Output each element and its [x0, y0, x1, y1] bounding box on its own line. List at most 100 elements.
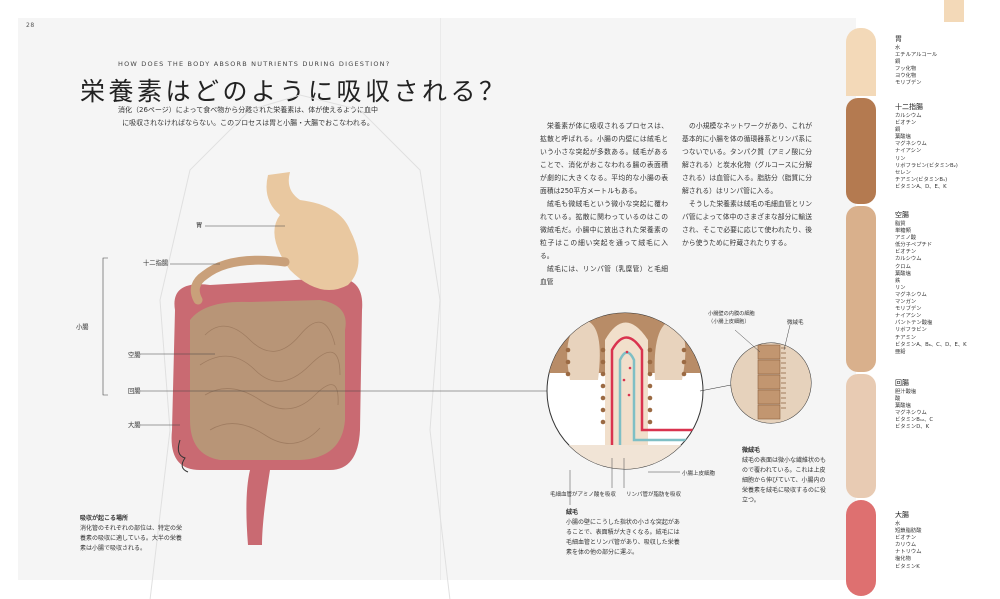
nutrient-item: モリブデン — [895, 80, 922, 87]
base-tissue — [547, 445, 703, 469]
cell-column — [757, 344, 781, 420]
bracket-small-intestine — [102, 257, 108, 396]
nutrient-item: ビタミンA、D、E、K — [895, 183, 947, 190]
nutrient-item: ビオチン — [895, 120, 917, 127]
label-ileum: 回腸 — [128, 388, 141, 395]
villus-cell-dots — [565, 347, 687, 425]
label-lacteal: 小腸上皮細胞 — [682, 471, 716, 477]
label-microvilli: 微絨毛 — [787, 320, 804, 326]
leader-epithelial — [734, 329, 761, 353]
nutrient-item: ビタミンB₁₂、C — [895, 417, 934, 424]
nutrient-item: 葉酸塩 — [895, 134, 911, 141]
caption-villus: 絨毛 小腸の壁にこうした指状の小さな突起があることで、表面積が大きくなる。絨毛に… — [566, 508, 684, 558]
nutrient-item: 塩化物 — [895, 556, 911, 563]
nutrient-item: リボフラビン(ビタミンB₂) — [895, 162, 958, 169]
sidebar-title-ileum: 回腸 — [895, 379, 909, 387]
sidebar-list-ileum: 胆汁酸塩 酸 葉酸塩 マグネシウム ビタミンB₁₂、C ビタミンD、K — [895, 389, 933, 432]
nutrient-item: 脂質 — [895, 221, 906, 227]
caption-villus-title: 絨毛 — [566, 509, 579, 516]
small-intestine-texture — [199, 321, 341, 444]
label-capillary-caption: 毛細血管がアミノ酸を吸収 — [550, 492, 616, 498]
nutrient-item: マグネシウム — [895, 410, 927, 417]
body-column-1: 栄養素が体に吸収されるプロセスは、拡散と呼ばれる。小腸の内壁には絨毛という小さな… — [540, 120, 668, 289]
bar-jejunum — [846, 206, 876, 372]
label-epithelial-sub: （小腸上皮細胞） — [708, 319, 750, 325]
nutrient-item: リン — [895, 284, 906, 291]
nutrient-item: カルシウム — [895, 256, 922, 263]
nutrient-item: 葉酸塩 — [895, 403, 911, 410]
nutrient-item: 胆汁酸塩 — [895, 389, 917, 395]
nutrient-item: マグネシウム — [895, 291, 927, 298]
villus-right — [654, 320, 686, 380]
body-col1-para-2: 絨毛も微絨毛という微小な突起に覆われている。拡散に関わっているのはこの微絨毛だ。… — [540, 200, 668, 260]
nutrient-item: セレン — [895, 169, 911, 176]
nutrient-item: 短鎖脂肪酸 — [895, 528, 922, 535]
leader-microvilli — [783, 324, 791, 351]
capillary-vessel — [610, 336, 703, 455]
nutrient-item: ヨウ化物 — [895, 73, 917, 80]
nutrient-item: 亜鉛 — [895, 348, 906, 355]
appendix-shape — [177, 439, 189, 473]
nutrient-item: マンガン — [895, 299, 917, 306]
caption-organs-title: 吸収が起こる場所 — [80, 515, 129, 522]
bar-stomach — [846, 28, 876, 96]
body-col1-para-3: 絨毛には、リンパ管（乳糜管）と毛細血管 — [540, 265, 668, 286]
caption-villus-text: 小腸の壁にこうした指状の小さな突起があることで、表面積が大きくなる。絨毛には毛細… — [566, 519, 680, 556]
page-fold — [440, 18, 441, 580]
sidebar-list-stomach: 水 エチルアルコール 銅 フッ化物 ヨウ化物 モリブデン — [895, 45, 937, 88]
sidebar-title-duodenum: 十二指腸 — [895, 103, 923, 111]
stomach-shape — [266, 172, 359, 290]
caption-organs-text: 消化管のそれぞれの部位は、特定の栄養素の吸収に適している。大半の栄養素は小腸で吸… — [80, 525, 183, 552]
body-col2-para-1: の小規模なネットワークがあり、これが基本的に小腸を体の循環器系とリンパ系につない… — [682, 122, 812, 195]
caption-microvilli-title: 微絨毛 — [742, 447, 761, 454]
nutrient-item: ナイアシン — [895, 148, 922, 155]
nutrient-item: アミノ酸 — [895, 235, 917, 242]
page-subtitle: HOW DOES THE BODY ABSORB NUTRIENTS DURIN… — [118, 60, 391, 68]
nutrient-item: ビオチン — [895, 249, 917, 256]
nutrient-item: ビオチン — [895, 535, 917, 542]
nutrient-item: フッ化物 — [895, 66, 917, 73]
caption-microvilli-text: 絨毛の表面は微小な繊維状のもので覆われている。これは上皮細胞から伸びていて、小腸… — [742, 457, 827, 504]
sidebar-title-stomach: 胃 — [895, 35, 902, 43]
bar-large-intestine — [846, 500, 876, 596]
nutrient-item: 銅 — [895, 127, 901, 134]
page-tab — [944, 0, 964, 22]
intro-text: 消化（26ページ）によって食べ物から分離された栄養素は、体が使えるように血中に吸… — [118, 106, 378, 127]
nutrient-item: エチルアルコール — [895, 52, 938, 59]
sidebar-title-jejunum: 空腸 — [895, 211, 909, 219]
nutrient-item: 酸 — [895, 396, 901, 403]
page-number: 28 — [26, 22, 35, 29]
villus-main — [605, 322, 648, 450]
nutrient-item: マグネシウム — [895, 141, 927, 148]
nutrient-item: パントテン酸塩 — [895, 320, 933, 327]
body-col2-para-2: そうした栄養素は絨毛の毛細血管とリンパ管によって体中のさまざまな部分に輸送され、… — [682, 200, 812, 247]
connector-villus-microvilli — [699, 384, 732, 392]
caption-microvilli: 微絨毛 絨毛の表面は微小な繊維状のもので覆われている。これは上皮細胞から伸びてい… — [742, 446, 826, 506]
label-duodenum: 十二指腸 — [143, 260, 169, 267]
nutrient-item: クロム — [895, 263, 911, 270]
nutrient-item: 銅 — [895, 59, 901, 66]
nutrient-item: ナトリウム — [895, 549, 922, 556]
label-epithelial-cells: 小腸壁の内膜の細胞 （小腸上皮細胞） — [708, 310, 755, 326]
body-col1-para-1: 栄養素が体に吸収されるプロセスは、拡散と呼ばれる。小腸の内壁には絨毛という小さな… — [540, 122, 668, 195]
duodenum-shape — [190, 255, 290, 305]
torso-outline — [149, 94, 451, 599]
sidebar-list-duodenum: カルシウム ビオチン 銅 葉酸塩 マグネシウム ナイアシン リン リボフラビン(… — [895, 113, 958, 191]
microvilli-fringe — [781, 347, 786, 409]
sidebar-list-large-intestine: 水 短鎖脂肪酸 ビオチン カリウム ナトリウム 塩化物 ビタミンK — [895, 521, 922, 571]
label-large-intestine: 大腸 — [128, 422, 141, 429]
nutrient-item: 低分子ペプチド — [895, 242, 933, 249]
nutrient-item: 水 — [895, 45, 901, 51]
nutrient-item: カリウム — [895, 542, 917, 549]
nutrient-item: 葉酸塩 — [895, 270, 911, 277]
nutrient-item: ビタミンD、K — [895, 424, 930, 431]
nutrient-item: 単糖類 — [895, 228, 911, 235]
label-jejunum: 空腸 — [128, 352, 141, 359]
sidebar-title-large-intestine: 大腸 — [895, 511, 909, 519]
nutrient-item: カルシウム — [895, 113, 922, 119]
nutrient-item: ビタミンK — [895, 563, 920, 570]
nutrient-item: リボフラビン — [895, 327, 927, 334]
body-column-2: の小規模なネットワークがあり、これが基本的に小腸を体の循環器系とリンパ系につない… — [682, 120, 812, 250]
nutrient-item: モリブデン — [895, 306, 922, 313]
